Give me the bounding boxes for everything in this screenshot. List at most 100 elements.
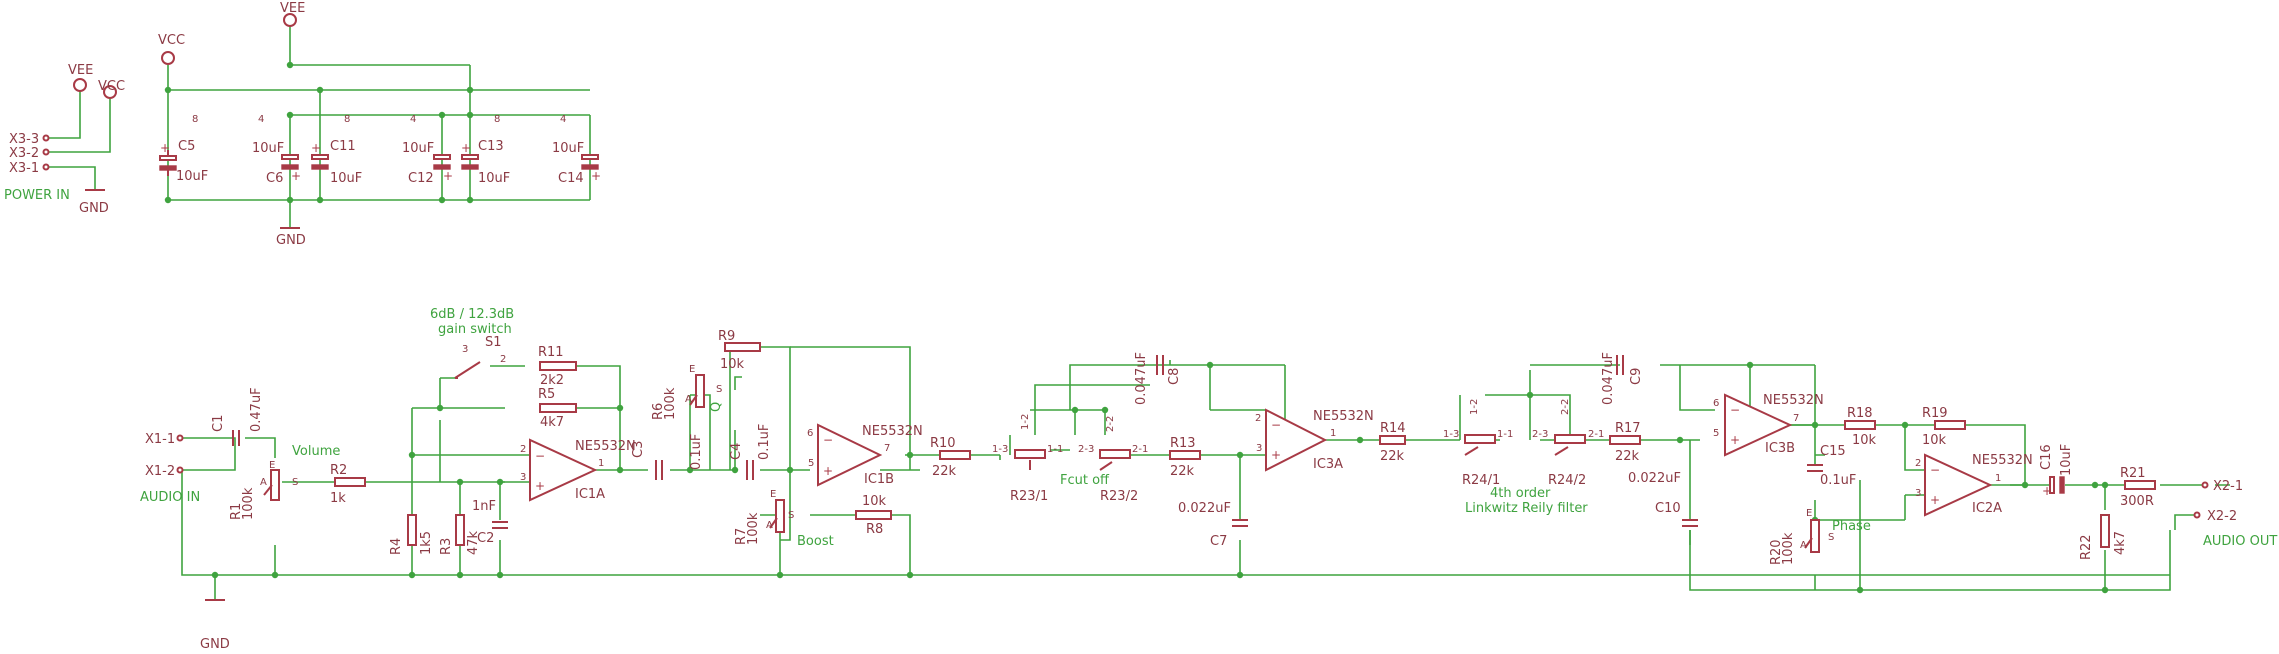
switch-s1: 6dB / 12.3dB gain switch 3 S1 2 [430, 307, 514, 379]
svg-text:0.1uF: 0.1uF [689, 434, 704, 470]
svg-text:2-2: 2-2 [1560, 399, 1571, 415]
svg-text:IC3A: IC3A [1313, 457, 1343, 472]
svg-text:C8: C8 [1167, 368, 1182, 385]
svg-text:3: 3 [1915, 488, 1921, 499]
svg-text:R17: R17 [1615, 421, 1641, 436]
cap-c12: 10uF C12 + [402, 141, 453, 186]
svg-text:100k: 100k [663, 387, 678, 420]
svg-text:R20: R20 [1769, 539, 1784, 565]
svg-text:1-2: 1-2 [1020, 414, 1031, 430]
svg-text:+: + [291, 169, 301, 183]
svg-text:NE5532N: NE5532N [1313, 409, 1374, 424]
svg-text:R7: R7 [734, 528, 749, 545]
svg-text:C13: C13 [478, 139, 504, 154]
cap-c8: 0.047uF C8 [1134, 352, 1182, 405]
resistor-r22: R22 4k7 [2079, 514, 2128, 560]
svg-text:R22: R22 [2079, 534, 2094, 560]
svg-text:C14: C14 [558, 171, 584, 186]
svg-text:R18: R18 [1847, 406, 1873, 421]
svg-text:IC1B: IC1B [864, 472, 894, 487]
svg-text:C5: C5 [178, 139, 195, 154]
svg-text:C10: C10 [1655, 501, 1681, 516]
pot-r24-2: 2-3 2-1 2-2 R24/2 [1532, 399, 1604, 488]
svg-text:+: + [461, 141, 471, 155]
q-label: Q [709, 402, 724, 412]
vcc-label: VCC [158, 33, 185, 48]
svg-text:2-1: 2-1 [1132, 444, 1148, 455]
pot-r1: E A S R1 100k Volume [229, 444, 340, 520]
svg-text:300R: 300R [2120, 494, 2154, 509]
svg-text:10uF: 10uF [176, 169, 208, 184]
vee-label-in: VEE [68, 63, 93, 78]
svg-text:R10: R10 [930, 436, 956, 451]
svg-text:IC3B: IC3B [1765, 441, 1795, 456]
svg-text:2-3: 2-3 [1078, 444, 1094, 455]
resistor-r8: 10k R8 [855, 494, 892, 537]
svg-text:R23/1: R23/1 [1010, 489, 1048, 504]
x3-2-label: X3-2 [9, 146, 39, 161]
svg-text:7: 7 [1793, 413, 1799, 424]
resistor-r17: R17 22k [1609, 421, 1641, 464]
pin4-label-2: 4 [410, 114, 416, 125]
x3-3-label: X3-3 [9, 132, 39, 147]
svg-text:0.022uF: 0.022uF [1628, 471, 1681, 486]
svg-text:+: + [823, 464, 833, 478]
svg-text:1k: 1k [330, 491, 346, 506]
resistor-r3: R3 47k [439, 514, 481, 555]
svg-text:22k: 22k [1615, 449, 1640, 464]
resistor-r4: R4 1k5 [389, 514, 434, 555]
svg-text:2: 2 [1915, 458, 1921, 469]
pin4-label-1: 4 [258, 114, 264, 125]
svg-text:0.047uF: 0.047uF [1134, 352, 1149, 405]
opamp-ic1a: −+ 2 3 1 NE5532N IC1A [520, 438, 636, 502]
svg-text:R23/2: R23/2 [1100, 489, 1138, 504]
svg-text:+: + [1730, 433, 1740, 447]
svg-text:2-2: 2-2 [1105, 416, 1116, 432]
cap-c6: 10uF C6 + [252, 141, 301, 186]
gnd-label-power: GND [276, 233, 306, 248]
fcut-label: Fcut off [1060, 473, 1110, 488]
svg-text:A: A [685, 394, 692, 405]
pin8-label-3: 8 [494, 114, 500, 125]
opamp-ic1b: −+ 6 5 7 NE5532N IC1B [807, 423, 923, 487]
resistor-r2: R2 1k [330, 463, 366, 506]
svg-text:6: 6 [807, 428, 813, 439]
svg-text:3: 3 [520, 472, 526, 483]
svg-text:100k: 100k [1781, 532, 1796, 565]
svg-text:100k: 100k [241, 487, 256, 520]
svg-text:C15: C15 [1820, 444, 1846, 459]
svg-text:0.022uF: 0.022uF [1178, 501, 1231, 516]
svg-text:2-3: 2-3 [1532, 429, 1548, 440]
svg-text:R14: R14 [1380, 421, 1406, 436]
svg-text:4k7: 4k7 [540, 415, 564, 430]
vcc-symbol-in [103, 85, 117, 99]
cap-c14: 10uF C14 + [552, 141, 601, 186]
svg-text:A: A [260, 477, 267, 488]
pin8-label-2: 8 [344, 114, 350, 125]
cap-c13: + C13 10uF [461, 139, 510, 186]
svg-text:R9: R9 [718, 329, 735, 344]
svg-text:10uF: 10uF [478, 171, 510, 186]
cap-c15: C15 0.1uF [1807, 444, 1856, 488]
svg-text:10k: 10k [1922, 433, 1947, 448]
cap-c4: C4 0.1uF [729, 424, 772, 480]
vee-label: VEE [280, 1, 305, 16]
svg-text:2k2: 2k2 [540, 373, 564, 388]
svg-text:C2: C2 [477, 531, 494, 546]
svg-text:+: + [591, 169, 601, 183]
resistor-r10: R10 22k [930, 436, 971, 479]
resistor-r18: R18 10k [1844, 406, 1877, 448]
svg-text:10k: 10k [720, 357, 745, 372]
svg-text:4k7: 4k7 [2113, 531, 2128, 555]
svg-text:E: E [689, 364, 695, 375]
pot-r7: E A S R7 100k Boost [734, 489, 834, 549]
svg-text:NE5532N: NE5532N [862, 424, 923, 439]
connector-x2: X2-1 X2-2 AUDIO OUT [2193, 479, 2277, 549]
svg-text:−: − [535, 449, 545, 463]
svg-text:+: + [1930, 493, 1940, 507]
opamp-ic3a: −+ 2 3 1 NE5532N IC3A [1255, 408, 1374, 472]
pot-r24-1: 1-3 1-1 1-2 R24/1 [1443, 399, 1513, 488]
svg-text:1-3: 1-3 [992, 444, 1008, 455]
svg-text:22k: 22k [932, 464, 957, 479]
boost-label: Boost [797, 534, 834, 549]
